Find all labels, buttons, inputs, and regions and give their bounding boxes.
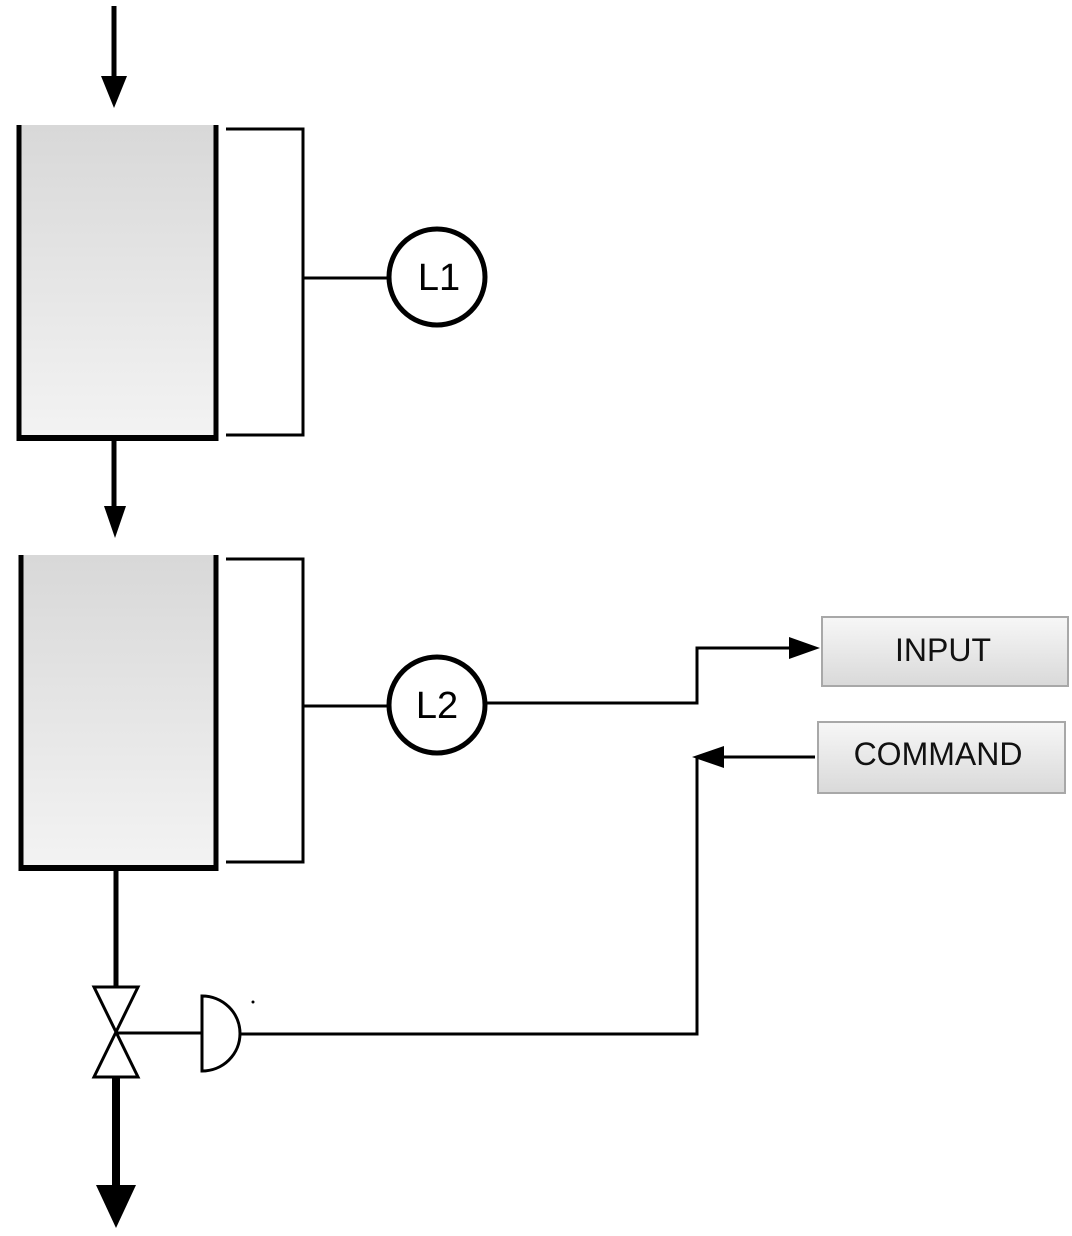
dot-mark (251, 1000, 255, 1004)
input-signal-line (486, 637, 820, 705)
level-bracket-1 (226, 127, 388, 437)
valve-actuator[interactable] (200, 994, 242, 1073)
command-signal-line (238, 746, 815, 1036)
inlet-arrow (101, 6, 127, 108)
command-box-label: COMMAND (854, 736, 1023, 772)
level-transmitter-l1[interactable]: L1 (386, 226, 488, 328)
level-transmitter-l2[interactable]: L2 (386, 654, 488, 756)
transfer-arrow (104, 441, 126, 538)
input-box-label: INPUT (895, 632, 991, 668)
level-transmitter-l2-label: L2 (416, 685, 458, 727)
control-valve[interactable] (91, 985, 202, 1079)
input-box[interactable]: INPUT (821, 616, 1069, 687)
tank-1 (16, 125, 219, 441)
tank-2 (18, 555, 219, 871)
command-box[interactable]: COMMAND (817, 721, 1066, 794)
level-bracket-2 (226, 557, 388, 864)
level-transmitter-l1-label: L1 (418, 257, 460, 299)
outlet-arrow (96, 1078, 136, 1228)
